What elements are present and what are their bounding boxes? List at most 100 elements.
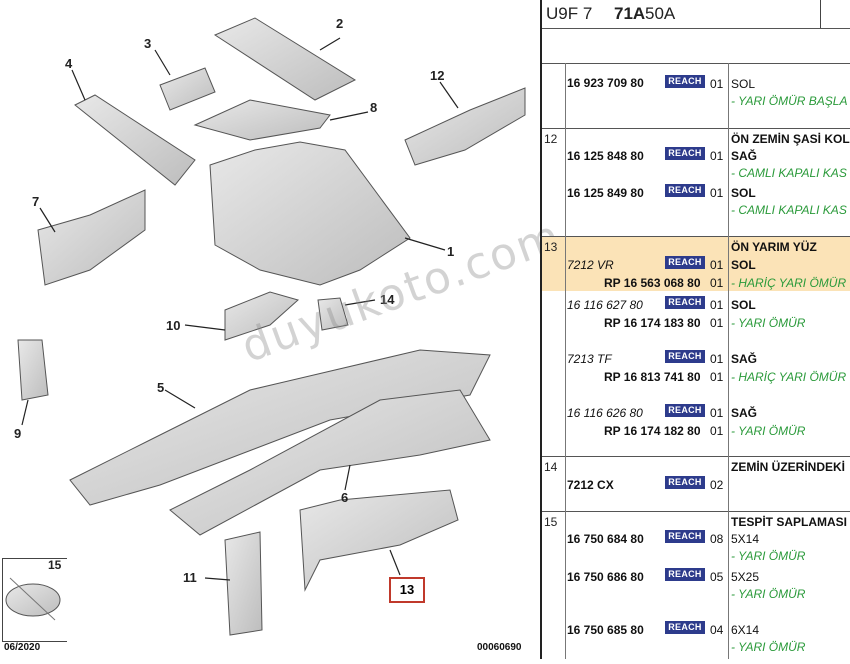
group-title: ÖN YARIM YÜZ [731, 240, 817, 254]
group-title: ÖN ZEMİN ŞASİ KOL [731, 132, 850, 146]
note: - CAMLI KAPALI KAS [731, 203, 847, 217]
callout-1[interactable]: 1 [447, 244, 455, 259]
callout-13-selected[interactable]: 13 [389, 577, 425, 603]
reach-badge: REACH [665, 256, 705, 269]
rule [542, 236, 850, 237]
reach-badge: REACH [665, 75, 705, 88]
description: SAĞ [731, 149, 758, 163]
part-11-shape [224, 531, 263, 636]
part-13-shape [299, 489, 459, 592]
rule [542, 511, 850, 512]
quantity: 08 [710, 532, 724, 546]
divider [540, 0, 542, 659]
description: SAĞ [731, 406, 758, 420]
part-number[interactable]: 16 116 627 80 [567, 298, 643, 312]
group-title: TESPİT SAPLAMASI [731, 515, 848, 529]
part-number[interactable]: 16 750 685 80 [567, 623, 644, 637]
part-number[interactable]: RP 16 174 182 80 [604, 424, 701, 438]
part-3-shape [159, 67, 216, 111]
callout-7[interactable]: 7 [32, 194, 40, 209]
callout-9[interactable]: 9 [14, 426, 22, 441]
part-number[interactable]: 16 923 709 80 [567, 76, 644, 90]
callout-12[interactable]: 12 [430, 68, 445, 83]
callout-11[interactable]: 11 [183, 570, 197, 585]
group-number: 12 [544, 132, 558, 146]
group-title: ZEMİN ÜZERİNDEKİ [731, 460, 845, 474]
parts-diagram: 2 3 4 12 8 1 7 9 10 14 5 6 11 15 13 06/2… [2, 16, 569, 653]
header-code-1: U9F 7 [546, 4, 593, 23]
quantity: 01 [710, 424, 724, 438]
quantity: 01 [710, 352, 724, 366]
reach-badge: REACH [665, 621, 705, 634]
quantity: 01 [710, 186, 724, 200]
quantity: 01 [710, 370, 724, 384]
note: - HARİÇ YARI ÖMÜR [731, 276, 847, 290]
callout-10[interactable]: 10 [166, 318, 181, 333]
part-number[interactable]: 7212 VR [567, 258, 614, 272]
part-number[interactable]: 16 125 848 80 [567, 149, 644, 163]
group-number: 14 [544, 460, 558, 474]
quantity: 01 [710, 77, 724, 91]
quantity: 04 [710, 623, 724, 637]
part-number[interactable]: 16 750 686 80 [567, 570, 644, 584]
callout-15-box [2, 558, 67, 642]
header-code-3: 50A [645, 4, 676, 23]
part-number[interactable]: RP 16 813 741 80 [604, 370, 701, 384]
callout-3[interactable]: 3 [144, 36, 152, 51]
reach-badge: REACH [665, 296, 705, 309]
part-12-shape [404, 87, 526, 166]
callout-2[interactable]: 2 [336, 16, 344, 31]
part-number[interactable]: 7212 CX [567, 478, 614, 492]
quantity: 01 [710, 316, 724, 330]
col-divider-a [565, 63, 566, 659]
reach-badge: REACH [665, 350, 705, 363]
header-code-2: 71A [614, 4, 646, 23]
callout-8[interactable]: 8 [370, 100, 378, 115]
note: - CAMLI KAPALI KAS [731, 166, 847, 180]
part-number[interactable]: RP 16 174 183 80 [604, 316, 701, 330]
part-9-shape [17, 339, 49, 401]
callout-6[interactable]: 6 [341, 490, 349, 505]
group-number: 13 [544, 240, 558, 254]
quantity: 02 [710, 478, 724, 492]
description: 6X14 [731, 623, 760, 637]
rule [542, 28, 850, 29]
quantity: 01 [710, 276, 724, 290]
rule [542, 63, 850, 64]
note: - YARI ÖMÜR [731, 316, 806, 330]
vehicle-code-header: U9F 7 71A 50A [543, 0, 850, 28]
part-number[interactable]: 16 125 849 80 [567, 186, 644, 200]
quantity: 01 [710, 149, 724, 163]
callout-14[interactable]: 14 [380, 292, 395, 307]
description: SOL [731, 77, 756, 91]
callout-5[interactable]: 5 [157, 380, 165, 395]
reach-badge: REACH [665, 147, 705, 160]
reach-badge: REACH [665, 530, 705, 543]
description: 5X14 [731, 532, 760, 546]
part-5-shape [69, 349, 491, 506]
note: - YARI ÖMÜR BAŞLA [731, 94, 848, 108]
part-number[interactable]: RP 16 563 068 80 [604, 276, 701, 290]
reach-badge: REACH [665, 568, 705, 581]
part-number[interactable]: 16 116 626 80 [567, 406, 643, 420]
rule [542, 456, 850, 457]
quantity: 05 [710, 570, 724, 584]
callout-15[interactable]: 15 [48, 558, 62, 572]
col-divider-b [728, 63, 729, 659]
note: - YARI ÖMÜR [731, 587, 806, 601]
description: SAĞ [731, 352, 758, 366]
part-7-shape [37, 189, 146, 286]
note: - YARI ÖMÜR [731, 424, 806, 438]
rule [542, 128, 850, 129]
part-14-shape [317, 297, 349, 331]
part-4-shape [74, 94, 196, 186]
reach-badge: REACH [665, 476, 705, 489]
callout-4[interactable]: 4 [65, 56, 73, 71]
note: - HARİÇ YARI ÖMÜR [731, 370, 847, 384]
note: - YARI ÖMÜR [731, 549, 806, 563]
description: SOL [731, 258, 756, 272]
part-10-shape [224, 291, 300, 341]
part-number[interactable]: 16 750 684 80 [567, 532, 644, 546]
part-number[interactable]: 7213 TF [567, 352, 612, 366]
part-8-shape [193, 99, 331, 141]
